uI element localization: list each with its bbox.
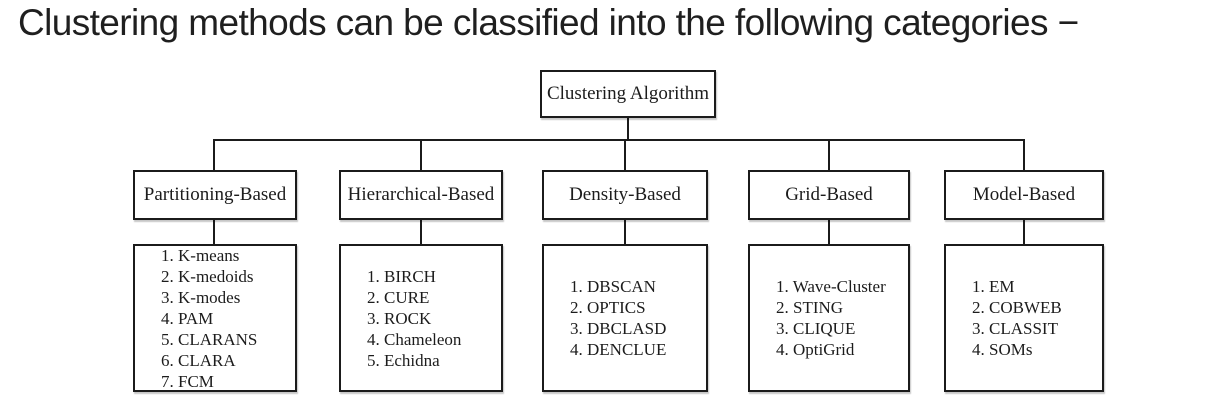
algorithm-list-partitioning: 1. K-means 2. K-medoids 3. K-modes 4. PA… xyxy=(133,244,297,392)
list-item: 2. STING xyxy=(776,298,844,317)
connector-drop-density xyxy=(624,139,626,171)
connector-stem-density-list xyxy=(624,219,626,245)
list-item: 1. K-means xyxy=(161,245,240,265)
list-item: 7. FCM xyxy=(161,371,214,391)
connector-drop-hierarchical xyxy=(420,139,422,171)
list-item: 3. CLASSIT xyxy=(972,319,1058,338)
root-node: Clustering Algorithm xyxy=(540,70,716,118)
list-item: 4. OptiGrid xyxy=(776,340,855,359)
connector-drop-model xyxy=(1023,139,1025,171)
list-item: 4. DENCLUE xyxy=(570,340,667,359)
connector-stem-model-list xyxy=(1023,219,1025,245)
category-label: Model-Based xyxy=(972,184,1076,205)
category-label: Hierarchical-Based xyxy=(347,184,495,205)
algorithm-list-model: 1. EM 2. COBWEB 3. CLASSIT 4. SOMs xyxy=(944,244,1104,392)
connector-stem-partitioning-list xyxy=(213,219,215,245)
root-node-label: Clustering Algorithm xyxy=(546,83,710,104)
list-item: 3. ROCK xyxy=(367,308,432,328)
category-box-density-based: Density-Based xyxy=(542,170,708,220)
connector-drop-partitioning xyxy=(213,139,215,171)
list-item: 4. Chameleon xyxy=(367,329,462,349)
connector-root-stem xyxy=(627,117,629,140)
list-item: 1. BIRCH xyxy=(367,266,436,286)
list-item: 4. SOMs xyxy=(972,340,1033,359)
category-label: Grid-Based xyxy=(785,184,873,205)
algorithm-list-hierarchical: 1. BIRCH 2. CURE 3. ROCK 4. Chameleon 5.… xyxy=(339,244,503,392)
category-box-hierarchical-based: Hierarchical-Based xyxy=(339,170,503,220)
list-item: 6. CLARA xyxy=(161,350,236,370)
connector-horizontal-bar xyxy=(213,139,1025,141)
list-item: 2. OPTICS xyxy=(570,298,646,317)
category-box-model-based: Model-Based xyxy=(944,170,1104,220)
list-item: 3. CLIQUE xyxy=(776,319,856,338)
list-item: 1. Wave-Cluster xyxy=(776,277,886,296)
list-item: 3. DBCLASD xyxy=(570,319,667,338)
category-label: Density-Based xyxy=(569,184,681,205)
algorithm-list-grid: 1. Wave-Cluster 2. STING 3. CLIQUE 4. Op… xyxy=(748,244,910,392)
connector-stem-grid-list xyxy=(828,219,830,245)
list-item: 4. PAM xyxy=(161,308,214,328)
list-item: 1. DBSCAN xyxy=(570,277,656,296)
list-item: 1. EM xyxy=(972,277,1015,296)
list-item: 2. K-medoids xyxy=(161,266,254,286)
list-item: 2. COBWEB xyxy=(972,298,1062,317)
list-item: 3. K-modes xyxy=(161,287,241,307)
category-box-partitioning-based: Partitioning-Based xyxy=(133,170,297,220)
connector-drop-grid xyxy=(828,139,830,171)
list-item: 5. Echidna xyxy=(367,350,440,370)
connector-stem-hierarchical-list xyxy=(420,219,422,245)
category-label: Partitioning-Based xyxy=(143,184,287,205)
list-item: 2. CURE xyxy=(367,287,430,307)
page-title: Clustering methods can be classified int… xyxy=(18,2,1079,43)
list-item: 5. CLARANS xyxy=(161,329,258,349)
algorithm-list-density: 1. DBSCAN 2. OPTICS 3. DBCLASD 4. DENCLU… xyxy=(542,244,708,392)
category-box-grid-based: Grid-Based xyxy=(748,170,910,220)
